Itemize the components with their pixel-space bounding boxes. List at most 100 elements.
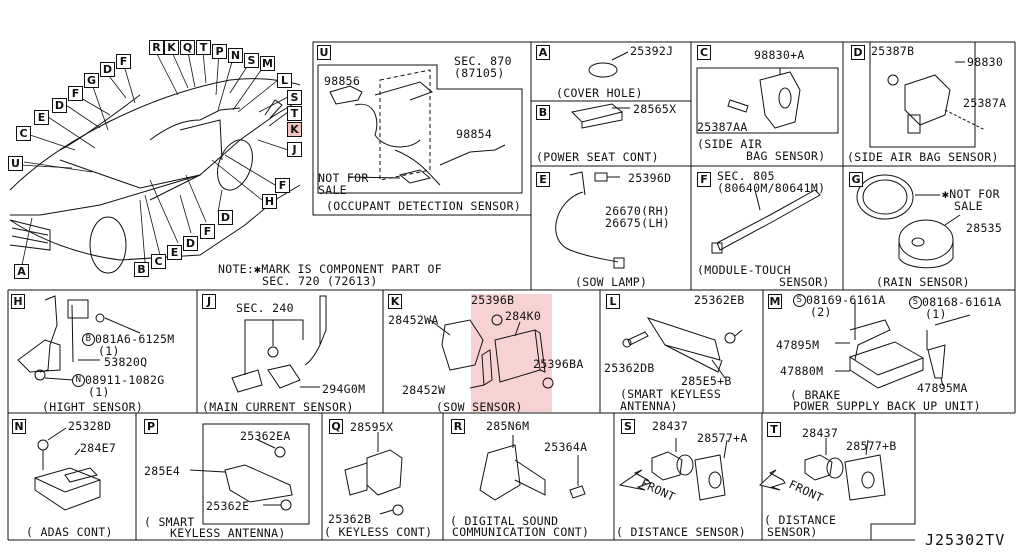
callout-t-right[interactable]: T [287, 106, 302, 121]
part-number: 285E4 [144, 464, 181, 478]
part-number: 25362DB [604, 361, 655, 375]
panel-letter-q: Q [329, 419, 343, 434]
callout-j[interactable]: J [287, 142, 302, 157]
symbol-s-circle: S [793, 294, 806, 307]
panel-caption: (OCCUPANT DETECTION SENSOR) [326, 199, 522, 213]
callout-l[interactable]: L [277, 73, 292, 88]
panel-caption: (SIDE AIR BAG SENSOR) [847, 150, 999, 164]
panel-caption-line2: SENSOR) [767, 525, 818, 539]
symbol-b-circle: B [82, 333, 95, 346]
part-number: 25392J [630, 44, 674, 58]
part-number: 25362B [328, 512, 372, 526]
panel-caption: ( KEYLESS CONT) [324, 525, 433, 539]
panel-letter-e: E [536, 172, 550, 187]
symbol-s-circle: S [909, 296, 922, 309]
part-number: 28437 [652, 419, 689, 433]
note-line2: SEC. 720 (72613) [262, 274, 378, 288]
quantity: (1) [98, 344, 120, 358]
panel-letter-u: U [317, 45, 331, 60]
callout-m[interactable]: M [260, 56, 275, 71]
panel-letter-t: T [767, 422, 781, 437]
panel-caption-line1: ( BRAKE [790, 388, 841, 402]
quantity: (2) [810, 305, 832, 319]
panel-letter-j: J [202, 294, 216, 309]
callout-d-bottom-right[interactable]: D [218, 210, 233, 225]
part-number: 285E5+B [681, 374, 732, 388]
panel-caption-line2: ANTENNA) [620, 399, 678, 413]
part-number: 28565X [633, 102, 677, 116]
panel-caption-line1: (MODULE-TOUCH [697, 263, 791, 277]
callout-d-left-top[interactable]: D [100, 62, 115, 77]
callout-a[interactable]: A [14, 264, 29, 279]
callout-p[interactable]: P [212, 44, 227, 59]
part-number: 28452W [402, 383, 446, 397]
callout-n[interactable]: N [228, 48, 243, 63]
part-number: 25396BA [533, 357, 584, 371]
callout-g[interactable]: G [84, 73, 99, 88]
part-number: 26675(LH) [605, 216, 671, 230]
panel-caption-line2: KEYLESS ANTENNA) [170, 526, 286, 540]
part-number: 98854 [456, 127, 493, 141]
panel-caption-line1: (SMART KEYLESS [620, 387, 722, 401]
panel-caption: ( ADAS CONT) [26, 525, 113, 539]
part-number: 25362EB [694, 293, 745, 307]
panel-letter-l: L [606, 294, 620, 309]
quantity: (1) [88, 385, 110, 399]
panel-letter-s: S [621, 419, 635, 434]
part-number: 25387B [871, 44, 915, 58]
part-number: 28452WA [388, 313, 439, 327]
callout-s-right[interactable]: S [287, 90, 302, 105]
part-number: 294G0M [322, 382, 366, 396]
callout-d-bottom[interactable]: D [183, 236, 198, 251]
panel-letter-m: M [768, 294, 782, 309]
part-number: 25396B [471, 293, 515, 307]
callout-k-highlighted[interactable]: K [287, 122, 302, 137]
part-number: 25362EA [240, 429, 291, 443]
part-number: 284E7 [80, 441, 117, 455]
callout-c-left[interactable]: C [16, 126, 31, 141]
part-number: 98856 [324, 74, 361, 88]
callout-e-bottom[interactable]: E [167, 245, 182, 260]
callout-c-bottom[interactable]: C [151, 254, 166, 269]
callout-r[interactable]: R [149, 40, 164, 55]
callout-s-top[interactable]: S [244, 53, 259, 68]
callout-f-right[interactable]: F [275, 178, 290, 193]
diagram-code: J25302TV [925, 531, 1006, 549]
callout-b[interactable]: B [134, 262, 149, 277]
callout-f-left-top[interactable]: F [116, 54, 131, 69]
callout-k-top[interactable]: K [164, 40, 179, 55]
panel-caption-line2: BAG SENSOR) [746, 149, 826, 163]
symbol-n-circle: N [72, 374, 85, 387]
panel-caption: (RAIN SENSOR) [876, 275, 970, 289]
part-number: 25387AA [697, 120, 748, 134]
callout-h[interactable]: H [262, 194, 277, 209]
panel-letter-d: D [851, 45, 865, 60]
panel-letter-a: A [536, 45, 550, 60]
panel-caption: (MAIN CURRENT SENSOR) [202, 400, 354, 414]
callout-e-left[interactable]: E [34, 110, 49, 125]
callout-f-bottom[interactable]: F [200, 224, 215, 239]
part-number: SEC. 240 [236, 301, 294, 315]
panel-letter-h: H [11, 294, 25, 309]
callout-u[interactable]: U [8, 156, 23, 171]
quantity: (1) [925, 307, 947, 321]
note-line1: NOTE:✱MARK IS COMPONENT PART OF [218, 262, 442, 276]
part-number: 47895M [776, 338, 820, 352]
panel-letter-g: G [849, 172, 863, 187]
part-number: 47880M [780, 364, 824, 378]
panel-letter-k: K [388, 294, 402, 309]
panel-caption: ( DISTANCE SENSOR) [616, 525, 747, 539]
part-number: (80640M/80641M) [717, 181, 826, 195]
not-for-sale-note: SALE [318, 183, 347, 197]
callout-f-left[interactable]: F [68, 86, 83, 101]
panel-caption-line1: ( DISTANCE [764, 513, 837, 527]
callout-d-left[interactable]: D [52, 98, 67, 113]
panel-caption-line2: POWER SUPPLY BACK UP UNIT) [793, 399, 981, 413]
part-number: 47895MA [917, 381, 968, 395]
callout-t-top[interactable]: T [196, 40, 211, 55]
panel-letter-r: R [451, 419, 465, 434]
callout-q[interactable]: Q [180, 40, 195, 55]
